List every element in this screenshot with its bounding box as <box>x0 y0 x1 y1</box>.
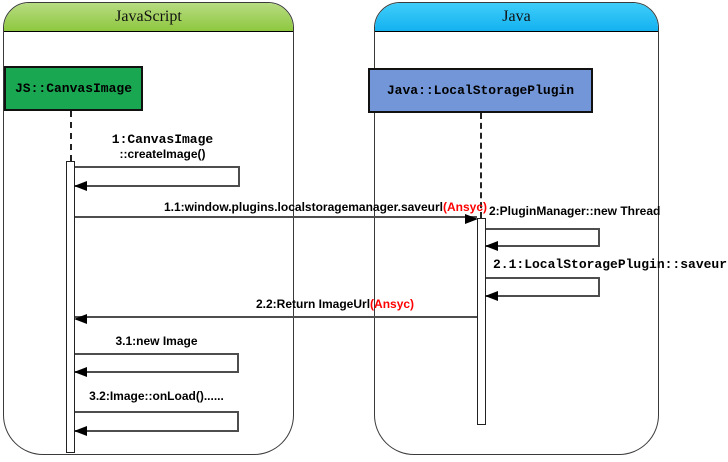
arrowhead-icon <box>74 181 87 191</box>
frame-java-header: Java <box>375 3 658 32</box>
message-1-label-line1: 1:CanvasImage <box>111 132 214 147</box>
message-3-1-label: 3.1:new Image <box>115 334 198 348</box>
frame-javascript-title: JavaScript <box>115 8 182 25</box>
message-2-2-async-tag: (Ansyc) <box>370 297 415 311</box>
message-2-2-label-text: 2.2:Return ImageUrl <box>256 297 371 311</box>
activation-bar-js <box>66 161 75 453</box>
arrowhead-icon <box>74 367 87 377</box>
message-1-1-label: 1.1:window.plugins.localstoragemanager.s… <box>164 200 487 214</box>
message-2-2-arrow <box>74 314 477 324</box>
arrowhead-icon <box>465 214 478 224</box>
message-1-label-line2: ::createImage() <box>119 147 206 161</box>
message-2-1-self-call-arrow <box>485 277 600 301</box>
lifeline-js-canvasimage <box>70 111 72 161</box>
message-3-2-label: 3.2:Image::onLoad()...... <box>89 389 224 403</box>
object-js-canvasimage: JS::CanvasImage <box>4 66 143 111</box>
message-1-1-arrow <box>75 214 478 224</box>
message-2-1-label: 2.1:LocalStoragePlugin::saveurl <box>493 257 728 272</box>
lifeline-java-plugin <box>480 113 482 218</box>
arrowhead-icon <box>74 314 87 324</box>
message-1-self-call-arrow <box>74 166 240 191</box>
message-1-label: 1:CanvasImage ::createImage() <box>85 132 240 162</box>
frame-java-title: Java <box>502 8 531 25</box>
frame-javascript-header: JavaScript <box>4 3 293 32</box>
message-2-label: 2:PluginManager::new Thread <box>489 204 661 218</box>
object-java-localstorageplugin: Java::LocalStoragePlugin <box>368 68 593 113</box>
message-1-1-label-text: 1.1:window.plugins.localstoragemanager.s… <box>164 200 443 214</box>
message-3-2-self-call-arrow <box>74 411 239 436</box>
message-2-2-label: 2.2:Return ImageUrl(Ansyc) <box>256 297 414 311</box>
arrowhead-icon <box>485 291 498 301</box>
message-1-1-async-tag: (Ansyc) <box>442 200 487 214</box>
activation-bar-java <box>477 218 486 425</box>
message-2-self-call-arrow <box>485 228 600 251</box>
arrowhead-icon <box>74 426 87 436</box>
message-3-1-self-call-arrow <box>74 353 239 377</box>
arrowhead-icon <box>485 241 498 251</box>
